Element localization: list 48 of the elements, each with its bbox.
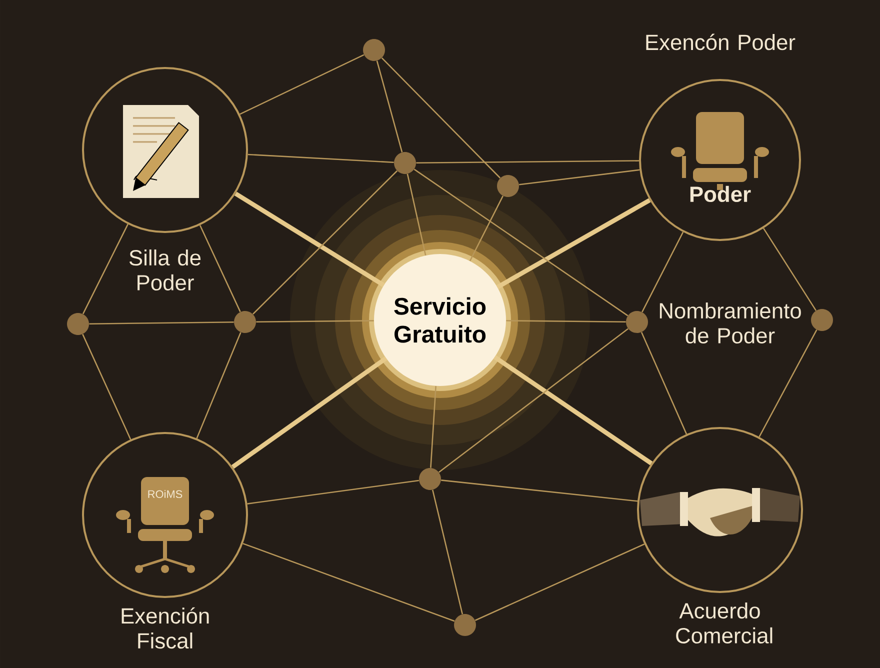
connector-line xyxy=(640,332,688,434)
connector-line xyxy=(240,54,364,115)
connector-line xyxy=(758,330,818,438)
connector-line xyxy=(642,232,684,312)
connector-line xyxy=(494,355,653,466)
chair-label: ROiMS xyxy=(148,490,182,498)
node-label: Silla de Poder xyxy=(129,249,201,290)
node-label: Acuerdo Comercial xyxy=(676,602,772,644)
junction-dot xyxy=(811,308,833,331)
connector-line xyxy=(82,224,128,314)
connector-line xyxy=(496,198,651,290)
connector-line xyxy=(406,174,426,256)
junction-dot xyxy=(419,468,441,490)
node-label: Exencón Poder xyxy=(646,34,796,50)
connector-line xyxy=(196,332,242,439)
connector-line xyxy=(231,356,388,469)
junction-dot xyxy=(626,310,648,333)
connector-line xyxy=(381,58,501,178)
junction-dot xyxy=(234,310,256,333)
junction-dot xyxy=(454,614,476,636)
connector-line xyxy=(248,154,394,164)
connector-line xyxy=(432,490,464,614)
connector-line xyxy=(438,328,628,473)
connector-line xyxy=(199,224,241,312)
connector-line xyxy=(256,320,374,323)
connector-line xyxy=(469,196,504,262)
node-label: Nombramiento de Poder xyxy=(660,302,801,344)
connector-line xyxy=(474,544,645,621)
connector-line xyxy=(376,60,403,152)
connector-line xyxy=(82,334,132,440)
junction-dot xyxy=(497,174,519,197)
connector-line xyxy=(416,160,640,164)
connector-line xyxy=(89,321,234,324)
connector-line xyxy=(763,228,817,311)
connector-line xyxy=(242,542,455,622)
circle-label: Poder xyxy=(690,186,751,202)
node-label: Exención Fiscal xyxy=(122,607,209,649)
connector-line xyxy=(430,386,436,468)
junction-dot xyxy=(363,39,385,61)
connector-line xyxy=(506,320,626,323)
junction-dot xyxy=(394,152,416,174)
connector-line xyxy=(441,480,638,502)
connector-line xyxy=(234,192,385,288)
connector-line xyxy=(247,480,419,504)
connector-line xyxy=(252,170,398,315)
connector-line xyxy=(519,169,640,186)
connector-line xyxy=(414,168,628,316)
junction-dot xyxy=(67,312,89,335)
